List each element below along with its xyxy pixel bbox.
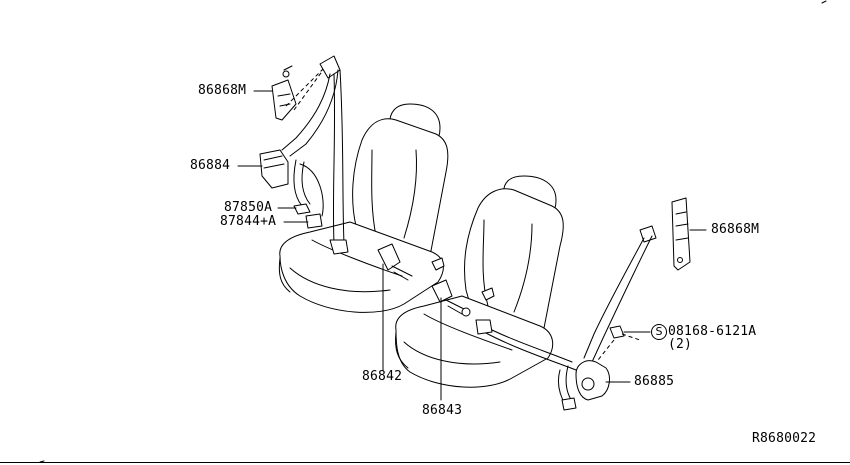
diagram-reference-code: R8680022: [752, 431, 817, 446]
label-86884: 86884: [190, 158, 231, 173]
left-seat: [278, 103, 449, 313]
label-86843: 86843: [422, 403, 463, 418]
left-seat-belt: [259, 55, 349, 255]
corner-mark: [821, 0, 827, 4]
label-87850a: 87850A: [224, 200, 273, 215]
label-86868m-left: 86868M: [198, 83, 247, 98]
label-87844a: 87844+A: [220, 214, 277, 229]
leader-lines: [237, 90, 707, 401]
right-seat: [395, 175, 564, 388]
label-quantity: (2): [668, 337, 693, 352]
standard-part-symbol: S: [651, 324, 667, 340]
label-86842: 86842: [362, 369, 403, 384]
corner-mark: [39, 460, 45, 463]
label-08168-6121a: 08168-6121A: [668, 324, 757, 339]
label-86868m-right: 86868M: [711, 222, 760, 237]
label-86885: 86885: [634, 374, 675, 389]
right-seat-belt: [475, 197, 691, 411]
